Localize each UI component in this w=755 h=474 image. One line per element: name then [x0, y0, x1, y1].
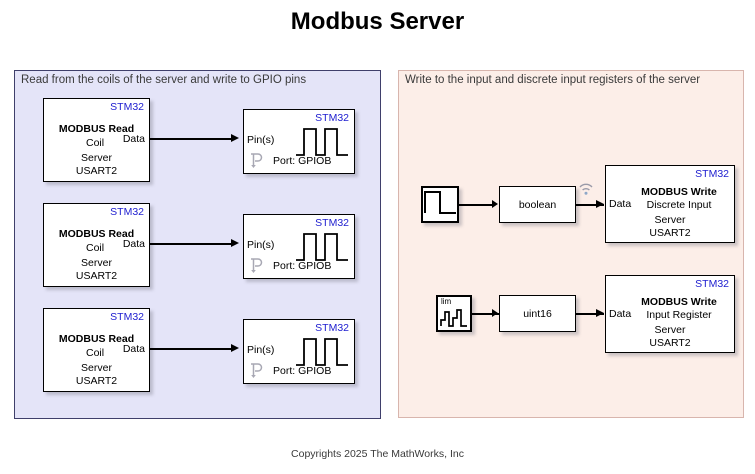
- server-port-line: USART2: [75, 165, 118, 177]
- server-port-line: USART2: [75, 375, 118, 387]
- modbus-write-block-1[interactable]: STM32 Data MODBUS Write Discrete Input S…: [605, 165, 735, 243]
- input-port-label: Pin(s): [247, 239, 275, 251]
- stm32-tag: STM32: [110, 101, 144, 113]
- conv-wire-1: [576, 204, 604, 206]
- signal-arrow-3: [231, 344, 239, 352]
- server-line: Server: [654, 214, 686, 226]
- source-wire-2: [472, 313, 499, 315]
- boolean-conversion-block[interactable]: boolean: [499, 186, 576, 223]
- wireless-icon: [579, 183, 593, 195]
- lim-label: lim: [441, 297, 452, 306]
- input-port-label: Data: [609, 308, 632, 320]
- server-port-line: USART2: [649, 337, 691, 349]
- uint16-conversion-block[interactable]: uint16: [499, 295, 576, 332]
- register-label: Input Register: [646, 309, 712, 321]
- modbus-read-block-1[interactable]: STM32 MODBUS Read Coil Data Server USART…: [43, 98, 150, 182]
- pin-icon: [251, 363, 263, 378]
- stm32-tag: STM32: [315, 322, 349, 334]
- signal-line-2: [150, 243, 231, 245]
- gpio-write-block-2[interactable]: STM32 Pin(s) Port: GPIOB: [243, 214, 355, 279]
- repeating-sequence-stair-icon: [440, 309, 467, 327]
- pin-icon: [251, 258, 263, 273]
- block-title: MODBUS Write: [641, 296, 717, 308]
- source-arrow-1: [492, 200, 498, 208]
- conversion-label: boolean: [518, 199, 557, 211]
- signal-arrow-1: [231, 134, 239, 142]
- block-title: MODBUS Read: [58, 228, 135, 240]
- signal-line-1: [150, 138, 231, 140]
- stm32-tag: STM32: [110, 311, 144, 323]
- pulse-generator-icon: [424, 191, 456, 214]
- server-line: Server: [654, 324, 686, 336]
- server-port-line: USART2: [75, 270, 118, 282]
- conv-wire-2: [576, 313, 604, 315]
- signal-arrow-2: [231, 239, 239, 247]
- server-line: Server: [81, 152, 112, 164]
- register-label: Coil: [86, 347, 105, 359]
- input-port-label: Pin(s): [247, 344, 275, 356]
- right-subsystem-panel[interactable]: Write to the input and discrete input re…: [398, 70, 744, 418]
- conversion-label: uint16: [523, 308, 552, 320]
- register-label: Discrete Input: [646, 199, 712, 211]
- gpio-port-label: Port: GPIOB: [273, 260, 332, 272]
- output-port-label: Data: [122, 133, 145, 145]
- modbus-write-block-2[interactable]: STM32 Data MODBUS Write Input Register S…: [605, 275, 735, 353]
- gpio-port-label: Port: GPIOB: [273, 365, 332, 377]
- server-line: Server: [81, 362, 112, 374]
- right-panel-caption: Write to the input and discrete input re…: [405, 74, 701, 86]
- stm32-tag: STM32: [695, 278, 729, 290]
- output-port-label: Data: [122, 238, 145, 250]
- conv-arrow-1: [596, 200, 604, 208]
- server-line: Server: [81, 257, 112, 269]
- block-title: MODBUS Read: [58, 123, 135, 135]
- register-label: Coil: [86, 242, 105, 254]
- stm32-tag: STM32: [315, 217, 349, 229]
- gpio-port-label: Port: GPIOB: [273, 155, 332, 167]
- stm32-tag: STM32: [315, 112, 349, 124]
- output-port-label: Data: [122, 343, 145, 355]
- modbus-read-block-3[interactable]: STM32 MODBUS Read Coil Data Server USART…: [43, 308, 150, 392]
- register-label: Coil: [86, 137, 105, 149]
- gpio-write-block-3[interactable]: STM32 Pin(s) Port: GPIOB: [243, 319, 355, 384]
- source-wire-1: [459, 204, 492, 206]
- modbus-read-block-2[interactable]: STM32 MODBUS Read Coil Data Server USART…: [43, 203, 150, 287]
- stm32-tag: STM32: [110, 206, 144, 218]
- square-wave-icon: [296, 128, 348, 156]
- input-port-label: Pin(s): [247, 134, 275, 146]
- conv-arrow-2: [596, 309, 604, 317]
- signal-line-3: [150, 348, 231, 350]
- repeating-sequence-stair-block[interactable]: lim: [436, 295, 472, 332]
- page-title: Modbus Server: [290, 8, 465, 35]
- square-wave-icon: [296, 233, 348, 261]
- square-wave-icon: [296, 338, 348, 366]
- stm32-tag: STM32: [695, 168, 729, 180]
- left-panel-caption: Read from the coils of the server and wr…: [21, 74, 307, 86]
- gpio-write-block-1[interactable]: STM32 Pin(s) Port: GPIOB: [243, 109, 355, 174]
- pin-icon: [251, 153, 263, 168]
- block-title: MODBUS Write: [641, 186, 717, 198]
- source-arrow-2: [492, 309, 498, 317]
- block-title: MODBUS Read: [58, 333, 135, 345]
- pulse-generator-block[interactable]: [421, 186, 459, 223]
- server-port-line: USART2: [649, 227, 691, 239]
- input-port-label: Data: [609, 198, 632, 210]
- copyright-text: Copyrights 2025 The MathWorks, Inc: [291, 448, 464, 460]
